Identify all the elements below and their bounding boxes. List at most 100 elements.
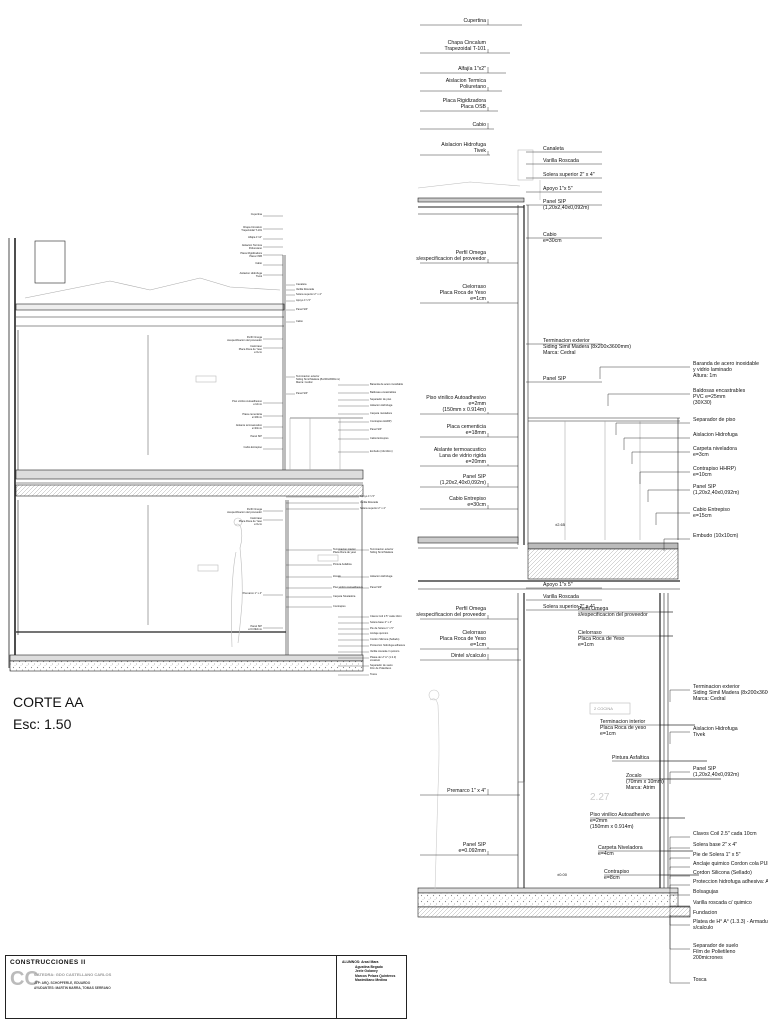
overall-label-b: Pintura Asfaltica	[333, 563, 352, 566]
detail-label-far: Pie de Solera 1" x 5"	[693, 852, 741, 858]
overall-label-b: Apoyo 1"x 5"	[360, 495, 375, 498]
overall-label-b: Cabio	[296, 320, 303, 323]
detail-label-far: Panel SIP (1,20x2,40x0,092m)	[693, 766, 740, 778]
overall-label-a: Chapa Cincalum Trapezoidal T-101	[241, 226, 262, 233]
dimension-label: 2.27	[590, 792, 610, 803]
detail-label-far: Clavos Coil 2.5" cada 10cm	[693, 831, 757, 837]
detail-label-far: Separador de suelo Film de Polietileno 2…	[693, 943, 739, 961]
detail-label-left: Aislacion Hidrofuga Tivek	[441, 142, 486, 154]
detail-label-left: Aislante termoacustico Lana de vidrio ri…	[433, 447, 486, 465]
detail-label-left: Cielorraso Placa Roca de Yeso e=1cm	[439, 630, 486, 648]
detail-label-left: Panel SIP e=0.092mm	[458, 842, 486, 854]
overall-label-c: Terminacion exterior Siding Simil Madera	[370, 548, 394, 555]
detail-label-far: Proteccion hidrofuga adhesiva: Aluonta	[693, 879, 768, 885]
overall-label-c: Panel SIP	[370, 586, 382, 589]
detail-label-far: Tosca	[693, 977, 707, 983]
overall-label-a: Placa cementicia e=18mm	[242, 413, 262, 420]
detail-label-mid: Varilla Roscada	[543, 158, 579, 164]
overall-label-b: Varilla Roscada	[296, 288, 314, 291]
course-name: CONSTRUCCIONES II	[10, 959, 86, 966]
overall-label-c: Cabio Entrepiso	[370, 437, 389, 440]
drawing-title: CORTE AA	[13, 694, 84, 710]
detail-label-left: Cabio Entrepiso e=30cm	[449, 496, 486, 508]
students-list: Agustina Begado Jeele Golaney Marcos Pel…	[355, 965, 396, 983]
detail-label-far: Separador de piso	[693, 417, 736, 423]
detail-label-far: Anclaje quimico Cordon cola PUR	[693, 861, 768, 867]
detail-label-mid: Varilla Roscada	[543, 594, 579, 600]
overall-label-a: Piso vinilico Autoadhesivo e=2mm	[232, 400, 262, 407]
detail-label-far: Panel SIP (1,20x2,40x0,092m)	[693, 484, 740, 496]
overall-label-c: Proteccion hidrofuga adhesiva	[370, 644, 405, 647]
overall-label-a: Cielorraso Placa Roca de Yeso e=1cm	[238, 345, 262, 355]
detail-label-far: Solera base 2" x 4"	[693, 842, 738, 848]
overall-label-c: Tosca	[370, 673, 377, 676]
detail-label-mid: Solera superior 2" x 4"	[543, 172, 595, 178]
overall-label-c: Aislacion Hidrofuga	[370, 404, 393, 407]
overall-label-a: Cabio	[255, 262, 262, 265]
detail-label-mid: Zocalo (70mm x 10mm) Marca: Atrim	[626, 773, 664, 791]
assistants-names: AYUDANTES: MARTIN MARRA, TOMAS SERRANO	[34, 986, 111, 990]
room-tag-cocina: 2 COCINA	[594, 706, 613, 711]
detail-label-far: Contrapiso HHRP) e=10cm	[693, 466, 736, 478]
detail-label-far: Carpeta niveladora e=3cm	[693, 446, 737, 458]
detail-label-mid: Solera superior 2" x 4"	[543, 604, 595, 610]
detail-label-mid: Cabio e=30cm	[543, 232, 562, 244]
detail-label-far: Embudo (10x10cm)	[693, 533, 739, 539]
detail-label-mid: Apoyo 1"x 5"	[543, 582, 573, 588]
detail-label-far: Aislacion Hidrofuga	[693, 432, 738, 438]
overall-label-c: Varilla roscada c/ quimico	[370, 650, 400, 653]
detail-label-left: Alfajía 1"x2"	[458, 66, 486, 72]
overall-label-b: Apoyo 1"x 5"	[296, 299, 311, 302]
detail-label-left: Premarco 1" x 4"	[447, 788, 486, 794]
chair-name: CATEDRA: GDO CASTELLANO CARLOS	[34, 972, 112, 977]
detail-label-left: Piso vinilico Autoadhesivo e=2mm (150mm …	[426, 395, 486, 413]
overall-label-b: Panel SIP	[296, 392, 308, 395]
detail-label-far: Cabio Entrepiso e=15cm	[693, 507, 730, 519]
detail-label-mid: Contrapiso e=8cm	[604, 869, 630, 881]
detail-label-mid: Apoyo 1"x 5"	[543, 186, 573, 192]
level-upper: ±2.65	[555, 522, 565, 527]
overall-label-a: Aislacion Hidrofuga Tivek	[239, 272, 262, 279]
detail-label-left: Perfil Omega s/especificacion del provee…	[416, 606, 486, 618]
detail-label-left: Cielorraso Placa Roca de Yeso e=1cm	[439, 284, 486, 302]
section-overall	[8, 238, 364, 672]
overall-label-a: Panel SIP	[250, 435, 262, 438]
title-block-divider	[336, 956, 337, 1018]
overall-label-a: Cabio Entrepiso	[243, 446, 262, 449]
overall-label-b: Terminacion interior Placa Roca de yeso	[333, 548, 357, 555]
detail-label-far: Aislacion Hidrofuga Tivek	[693, 726, 738, 738]
detail-label-mid: Pintura Asfaltica	[612, 755, 650, 761]
overall-label-a: Perfil Omega s/especificacion del provee…	[227, 508, 262, 515]
overall-label-c: Cordon Silicona (Sellado)	[370, 638, 400, 641]
detail-label-left: Cabio	[472, 122, 486, 128]
overall-label-b: Contrapiso	[333, 605, 346, 608]
overall-label-c: Platea de H° A° (1.3.3) s/calculo	[370, 656, 397, 663]
detail-label-far: Bolsagujas	[693, 889, 719, 895]
detail-label-left: Aislacion Termica Poliuretano	[445, 78, 486, 90]
drawing-scale: Esc: 1.50	[13, 716, 72, 732]
detail-label-mid: Piso vinilico Autoadhesivo e=2mm (150mm …	[590, 812, 650, 830]
overall-label-b: Solera superior 2" x 4"	[360, 507, 386, 510]
detail-label-far: Fundacion	[693, 910, 718, 916]
detail-label-mid: Canaleta	[543, 146, 564, 152]
detail-label-far: Baldosas encastrables PVC e=25mm (30X30)	[693, 388, 746, 406]
detail-label-far: Platea de H° A° (1.3.3) - Armadura s/cal…	[693, 919, 768, 931]
leader-lines-detail	[420, 19, 721, 984]
section-detail	[417, 149, 691, 918]
detail-label-left: Chapa Cincalum Trapezoidal T-101	[444, 40, 486, 52]
course-logo: CC	[10, 968, 39, 990]
overall-label-a: Panel SIP e=0.092mm	[248, 625, 262, 632]
detail-label-left: Panel SIP (1,20x2,40x0,092m)	[439, 474, 486, 486]
detail-label-left: Cupertina	[463, 18, 487, 24]
overall-label-b: Canaleta	[296, 283, 307, 286]
detail-label-mid: Terminacion exterior Siding Simil Madera…	[543, 338, 631, 356]
detail-label-left: Placa cementicia e=18mm	[446, 424, 486, 436]
overall-label-b: Solera superior 2" x 4"	[296, 293, 322, 296]
overall-label-b: Piso vinilico Autoadhesivo	[333, 586, 363, 589]
overall-label-a: Placa Rigidizadora Placa OSB	[240, 252, 262, 259]
detail-label-mid: Cielorraso Placa Roca de Yeso e=1cm	[578, 630, 625, 648]
detail-label-mid: Perfil Omega s/especificacion del provee…	[578, 606, 648, 618]
overall-label-c: Carpeta niveladora	[370, 412, 392, 415]
overall-label-c: Anclaje quimico	[370, 632, 389, 635]
overall-label-c: Separador de piso	[370, 398, 392, 401]
